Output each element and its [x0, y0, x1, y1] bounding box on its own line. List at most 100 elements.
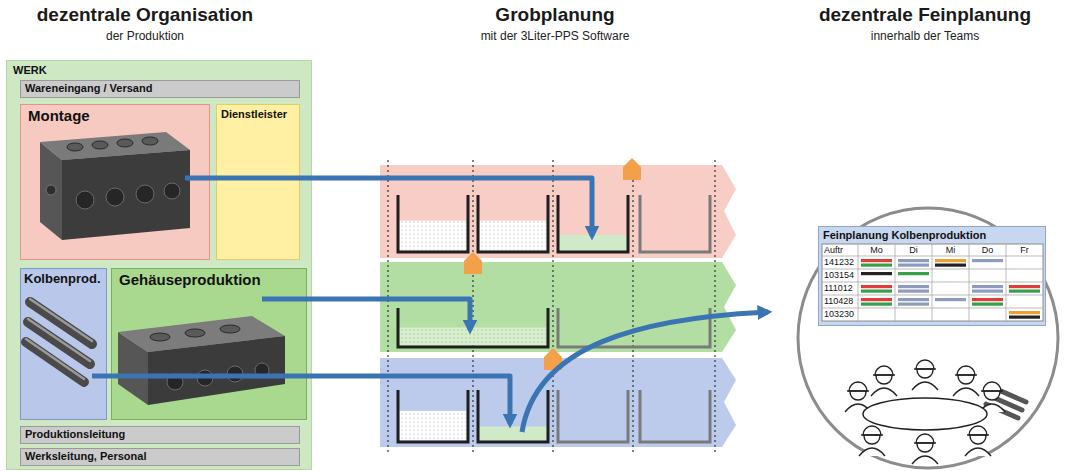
flow-arrow	[185, 178, 592, 236]
schedule-grid	[932, 244, 933, 321]
schedule-grid	[861, 285, 892, 288]
schedule-grid	[935, 298, 966, 301]
assembly-block-picture	[40, 132, 190, 240]
schedule-grid	[1009, 285, 1040, 288]
schedule-grid	[898, 303, 929, 306]
capacity-bucket	[478, 390, 548, 442]
schedule-grid	[861, 303, 892, 306]
release-marker	[464, 252, 482, 274]
schedule-grid	[822, 269, 1043, 270]
schedule-grid	[861, 272, 892, 275]
department-name: Produktionsleitung	[25, 428, 125, 441]
schedule-grid	[898, 264, 929, 267]
order-number: 103230	[822, 308, 858, 321]
order-number: 103154	[822, 269, 858, 282]
period-divider	[472, 160, 473, 452]
schedule-grid	[822, 308, 1043, 309]
period-divider	[714, 160, 715, 452]
column-heading: Grobplanung	[495, 4, 614, 27]
piston-picture	[26, 339, 84, 379]
box-fill	[112, 269, 307, 420]
period-divider	[632, 160, 633, 452]
capacity-bucket	[558, 390, 628, 442]
capacity-bucket	[560, 235, 627, 251]
box-fill	[21, 269, 107, 420]
team-sketch	[861, 434, 883, 435]
box-fill	[7, 61, 312, 470]
capacity-bucket	[400, 328, 547, 346]
department-bar: Wareneingang / Versand	[20, 80, 300, 98]
assembly-block-picture	[136, 185, 154, 203]
capacity-bucket	[640, 195, 710, 252]
team-sketch	[863, 398, 987, 430]
team-sketch	[957, 366, 975, 375]
team-sketch	[859, 426, 885, 456]
team-sketch	[912, 456, 938, 464]
schedule-grid	[822, 282, 1043, 283]
capacity-bucket	[398, 390, 468, 442]
team-circle	[798, 208, 1058, 468]
schedule-grid	[969, 244, 970, 321]
service-name: Dienstleister	[221, 108, 287, 121]
assembly-block-picture	[106, 188, 124, 206]
assembly-block-picture	[142, 137, 158, 145]
box-fill	[21, 81, 300, 98]
capacity-bucket	[400, 411, 467, 441]
flow-arrow	[92, 178, 768, 432]
team-name: Kolbenprod.	[24, 271, 101, 287]
table-header: Mo	[858, 244, 895, 256]
capacity-bucket	[480, 426, 547, 440]
schedule-grid	[972, 303, 1003, 306]
team-sketch	[873, 374, 895, 375]
team-sketch	[859, 426, 991, 464]
team-sketch	[875, 366, 893, 375]
table-header: Auftr	[822, 244, 858, 256]
assembly-block-picture	[67, 143, 83, 151]
box-fill	[21, 105, 210, 260]
table-header: Mi	[932, 244, 969, 256]
team-sketch	[953, 388, 979, 396]
schedule-grid	[898, 259, 929, 262]
team-sketch	[859, 448, 885, 456]
capacity-bucket	[558, 308, 710, 347]
schedule-grid	[822, 295, 1043, 296]
team-sketch	[871, 366, 897, 396]
team-circle	[798, 208, 1058, 468]
capacity-bucket	[558, 390, 628, 442]
assembly-block-picture	[117, 139, 133, 147]
team-sketch	[983, 382, 1001, 391]
table-header: Fr	[1006, 244, 1043, 256]
team-sketch	[847, 390, 869, 391]
capacity-bucket	[640, 195, 710, 252]
team-sketch	[912, 382, 938, 390]
capacity-bucket	[640, 390, 710, 442]
panel-heading: WERK	[13, 64, 47, 77]
schedule-grid	[972, 285, 1003, 288]
piston-picture	[30, 302, 92, 344]
assembly-block-picture	[46, 185, 56, 195]
capacity-bucket	[398, 308, 548, 347]
table-header: Do	[969, 244, 1006, 256]
table-header: Di	[895, 244, 932, 256]
schedule-grid	[898, 272, 929, 275]
team-sketch	[912, 434, 938, 464]
team-sketch	[981, 390, 1003, 391]
schedule-title: Feinplanung Kolbenproduktion	[823, 229, 986, 242]
schedule-grid	[861, 259, 892, 262]
order-number: 110428	[822, 295, 858, 308]
schedule-grid	[1009, 316, 1040, 319]
box-fill	[21, 449, 300, 466]
capacity-bucket	[558, 308, 710, 347]
schedule-grid	[861, 290, 892, 293]
column-subheading: mit der 3Liter-PPS Software	[481, 29, 630, 43]
schedule-grid	[861, 264, 892, 267]
piston-picture	[26, 342, 84, 382]
order-number: 141232	[822, 256, 858, 269]
column-subheading: der Produktion	[106, 29, 184, 43]
capacity-bucket	[398, 195, 468, 252]
box-fill	[217, 105, 300, 260]
capacity-bucket	[478, 390, 548, 442]
team-sketch	[916, 360, 934, 369]
assembly-block-picture	[92, 141, 108, 149]
capacity-bucket	[478, 195, 548, 252]
